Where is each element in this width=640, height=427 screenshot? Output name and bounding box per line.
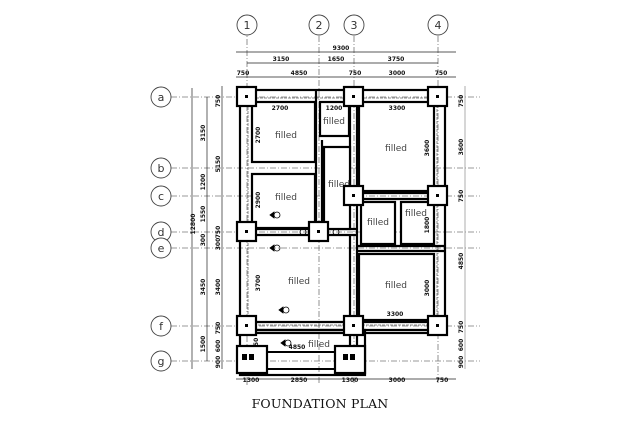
room-8: filled 3000 3300 [357,252,436,322]
dim-top-r2-0: 3150 [273,56,290,63]
dim-bottom-3: 3000 [389,377,406,384]
dim-top-r3-3: 3000 [389,70,406,77]
dim-right-5: 600 [458,339,465,352]
room-0: filled 2700 2700 [250,100,317,164]
svg-text:f: f [159,320,164,333]
svg-text:b: b [158,162,165,175]
svg-text:4850: 4850 [289,344,306,351]
svg-text:d: d [158,226,165,239]
dim-left-outer-1: 1200 [200,174,207,191]
room-6: filled 1800 [399,200,436,246]
dim-bottom-4: 750 [436,377,449,384]
dim-left-outer-5: 1500 [200,336,207,353]
dim-left-inner-6: 600 [215,340,222,353]
room-2: filled 2900 [250,172,317,230]
svg-text:2700: 2700 [272,105,289,112]
row-bubble-g: g [150,350,172,372]
dim-left-outer-3: 300 [200,234,207,247]
svg-text:filled: filled [323,117,345,127]
svg-text:150: 150 [253,338,260,351]
svg-text:3300: 3300 [389,105,406,112]
dim-left-outer-0: 3150 [200,125,207,142]
dim-top-r3-0: 750 [237,70,250,77]
svg-text:2700: 2700 [255,127,262,144]
dim-right-3: 4850 [458,253,465,270]
column-bubble-1: 1 [236,14,258,36]
left-dimensions [191,86,223,369]
dim-right-0: 750 [458,95,465,108]
row-bubble-e: e [150,237,172,259]
dim-left-inner-1: 5150 [215,156,222,173]
svg-text:filled: filled [385,144,407,154]
dim-right-6: 900 [458,356,465,369]
column-bubble-3: 3 [343,14,365,36]
dim-right-4: 750 [458,321,465,334]
dim-left-overall: 12800 [190,214,197,235]
svg-text:2900: 2900 [255,192,262,209]
svg-text:filled: filled [288,277,310,287]
svg-text:3: 3 [351,19,358,32]
svg-text:g: g [158,355,165,368]
svg-text:1200: 1200 [326,105,343,112]
stair-foundation [265,351,337,370]
dim-bottom-2: 1300 [342,377,359,384]
column-bubble-4: 4 [427,14,449,36]
dim-top-r3-4: 750 [435,70,448,77]
dim-left-inner-4: 3400 [215,279,222,296]
svg-text:filled: filled [275,193,297,203]
room-4: filled 3300 3600 [357,100,436,193]
room-5: filled [359,200,397,246]
dim-left-outer-4: 3450 [200,279,207,296]
dim-right-1: 3600 [458,139,465,156]
row-bubble-b: b [150,157,172,179]
dim-bottom-0: 1300 [243,377,260,384]
svg-text:filled: filled [328,180,350,190]
dim-top-r2-2: 3750 [388,56,405,63]
dim-top-r3-1: 4850 [291,70,308,77]
svg-text:a: a [158,91,165,104]
svg-text:e: e [158,242,165,255]
svg-text:3600: 3600 [424,140,431,157]
svg-text:4: 4 [435,19,442,32]
dim-overall-width: 9300 [333,45,350,52]
svg-text:2: 2 [316,19,323,32]
dim-left-inner-7: 900 [215,356,222,369]
section-marker-icons [269,211,340,347]
dim-left-outer-2: 1550 [200,206,207,223]
column-bubble-2: 2 [308,14,330,36]
svg-text:3000: 3000 [424,280,431,297]
column-centers [242,95,439,360]
row-bubble-f: f [150,315,172,337]
row-bubble-c: c [150,185,172,207]
svg-text:filled: filled [367,218,389,228]
svg-text:filled: filled [308,340,330,350]
svg-text:3700: 3700 [255,275,262,292]
svg-text:1: 1 [244,19,251,32]
dim-top-r2-1: 1650 [328,56,345,63]
dim-left-inner-3: 300 [215,238,222,251]
svg-text:c: c [158,190,164,203]
dim-top-r3-2: 750 [349,70,362,77]
svg-text:filled: filled [405,209,427,219]
top-dimensions [236,51,456,78]
row-bubble-a: a [150,86,172,108]
drawing-title: FOUNDATION PLAN [251,396,389,411]
svg-text:filled: filled [275,131,297,141]
svg-text:1800: 1800 [424,217,431,234]
dim-left-inner-0: 750 [215,95,222,108]
svg-text:3300: 3300 [387,311,404,318]
dim-left-inner-2: 750 [215,226,222,239]
room-9: filled 4850 150 [253,338,330,351]
row-bubble-d: d [150,221,172,243]
room-1: filled 1200 [318,100,351,138]
room-7: filled 3700 [255,275,310,292]
dim-left-inner-5: 750 [215,322,222,335]
dim-bottom-1: 2850 [291,377,308,384]
svg-text:filled: filled [385,281,407,291]
dim-right-2: 750 [458,190,465,203]
